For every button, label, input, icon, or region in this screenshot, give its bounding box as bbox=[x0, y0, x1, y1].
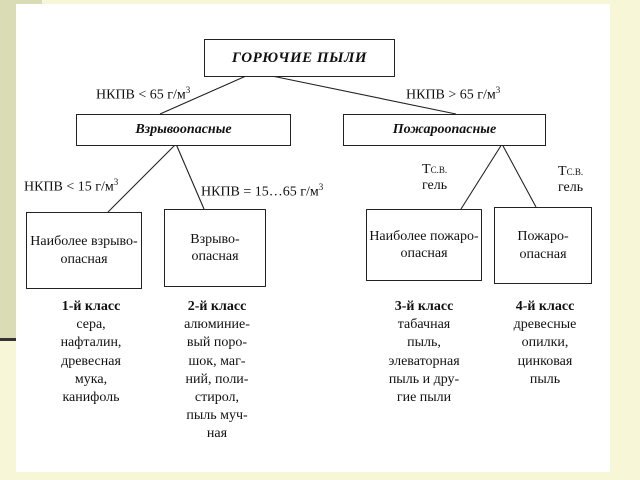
connector-fire-leaf4 bbox=[501, 143, 537, 208]
sub-label-range: НКПВ = 15…65 г/м3 bbox=[201, 182, 324, 200]
class-1: 1-й класс сера, нафталин, древесная мука… bbox=[36, 298, 146, 407]
sub-label-tsv-right: ТС.В. гель bbox=[558, 164, 584, 196]
leaf-fire: Пожаро-опасная bbox=[494, 207, 592, 284]
category-explosive: Взрывоопасные bbox=[76, 114, 291, 146]
connector-fire-leaf3 bbox=[460, 143, 503, 210]
category-fire: Пожароопасные bbox=[343, 114, 546, 146]
leaf-most-fire: Наиболее пожаро-опасная bbox=[366, 209, 482, 281]
root-node: ГОРЮЧИЕ ПЫЛИ bbox=[204, 39, 395, 77]
connector-explosive-leaf1 bbox=[107, 143, 177, 213]
class-1-head: 1-й класс bbox=[61, 299, 121, 314]
class-1-examples: сера, нафталин, древесная мука, канифоль bbox=[60, 317, 122, 405]
root-title: ГОРЮЧИЕ ПЫЛИ bbox=[231, 49, 368, 66]
class-2-head: 2-й класс bbox=[187, 299, 247, 314]
connector-root-explosive bbox=[159, 75, 247, 115]
connector-lines bbox=[107, 75, 537, 213]
class-4-head: 4-й класс bbox=[515, 299, 575, 314]
class-3: 3-й класс табачная пыль, элеваторная пыл… bbox=[364, 298, 484, 407]
class-3-head: 3-й класс bbox=[394, 299, 454, 314]
class-2: 2-й класс алюминие- вый поро- шок, маг- … bbox=[162, 298, 272, 444]
class-3-examples: табачная пыль, элеваторная пыль и дру- г… bbox=[388, 317, 460, 405]
sub-label-tsv-left: ТС.В. гель bbox=[422, 162, 448, 194]
class-2-examples: алюминие- вый поро- шок, маг- ний, поли-… bbox=[184, 317, 250, 442]
leaf-explosive: Взрыво-опасная bbox=[164, 209, 266, 287]
class-4: 4-й класс древесные опилки, цинковая пыл… bbox=[490, 298, 600, 389]
diagram-sheet: ГОРЮЧИЕ ПЫЛИ НКПВ < 65 г/м3 НКПВ > 65 г/… bbox=[16, 4, 610, 472]
branch-label-left: НКПВ < 65 г/м3 bbox=[96, 85, 191, 103]
connector-explosive-leaf2 bbox=[175, 143, 205, 210]
class-4-examples: древесные опилки, цинковая пыль bbox=[513, 317, 577, 387]
connector-root-fire bbox=[271, 75, 457, 115]
branch-label-right: НКПВ > 65 г/м3 bbox=[406, 85, 501, 103]
leaf-most-explosive: Наиболее взрыво-опасная bbox=[26, 212, 142, 289]
sub-label-lt15: НКПВ < 15 г/м3 bbox=[24, 177, 119, 195]
